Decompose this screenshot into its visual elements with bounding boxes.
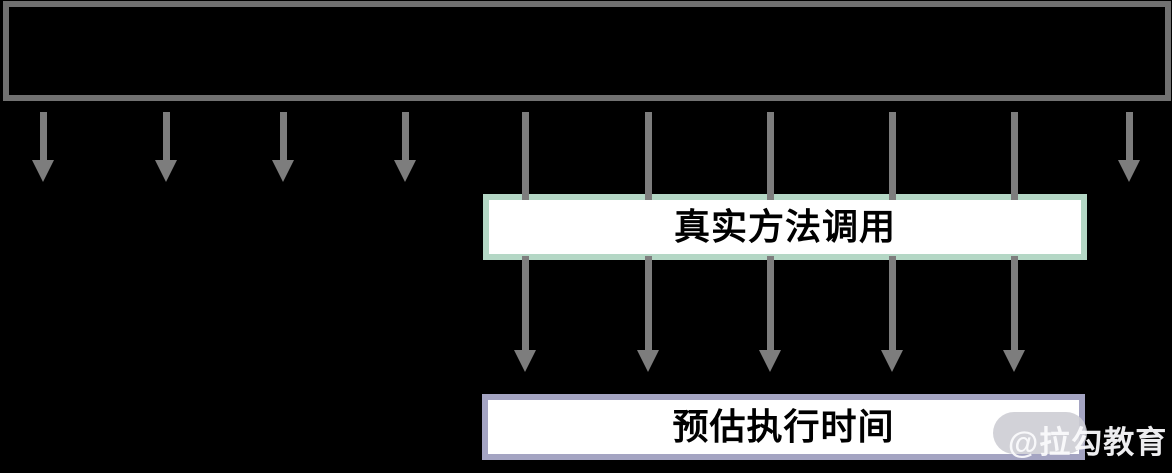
down-arrow-shaft xyxy=(163,112,170,164)
down-arrow-shaft xyxy=(767,112,774,200)
down-arrow-shaft xyxy=(889,112,896,200)
down-arrow-head xyxy=(155,160,177,182)
estimated-execution-time-box: 预估执行时间 xyxy=(482,394,1085,460)
down-arrow-shaft xyxy=(767,256,774,352)
down-arrow-head xyxy=(394,160,416,182)
down-arrow-shaft xyxy=(645,256,652,352)
down-arrow-shaft xyxy=(645,112,652,200)
down-arrow-head xyxy=(32,160,54,182)
watermark-text: @拉勾教育 xyxy=(1008,425,1168,460)
watermark-pill xyxy=(993,412,1087,454)
down-arrow-shaft xyxy=(1126,112,1133,164)
down-arrow-head xyxy=(1003,350,1025,372)
timeline-rect xyxy=(3,1,1171,101)
estimated-execution-time-label: 预估执行时间 xyxy=(672,406,895,447)
down-arrow-shaft xyxy=(522,112,529,200)
down-arrow-shaft xyxy=(1011,112,1018,200)
real-method-call-box: 真实方法调用 xyxy=(483,194,1087,260)
real-method-call-label: 真实方法调用 xyxy=(673,206,896,247)
down-arrow-head xyxy=(272,160,294,182)
down-arrow-shaft xyxy=(1011,256,1018,352)
down-arrow-shaft xyxy=(280,112,287,164)
down-arrow-head xyxy=(514,350,536,372)
down-arrow-shaft xyxy=(40,112,47,164)
watermark: @拉勾教育 xyxy=(993,408,1166,460)
down-arrow-shaft xyxy=(522,256,529,352)
down-arrow-shaft xyxy=(402,112,409,164)
down-arrow-head xyxy=(881,350,903,372)
down-arrow-shaft xyxy=(889,256,896,352)
down-arrow-head xyxy=(759,350,781,372)
down-arrow-head xyxy=(637,350,659,372)
down-arrow-head xyxy=(1118,160,1140,182)
